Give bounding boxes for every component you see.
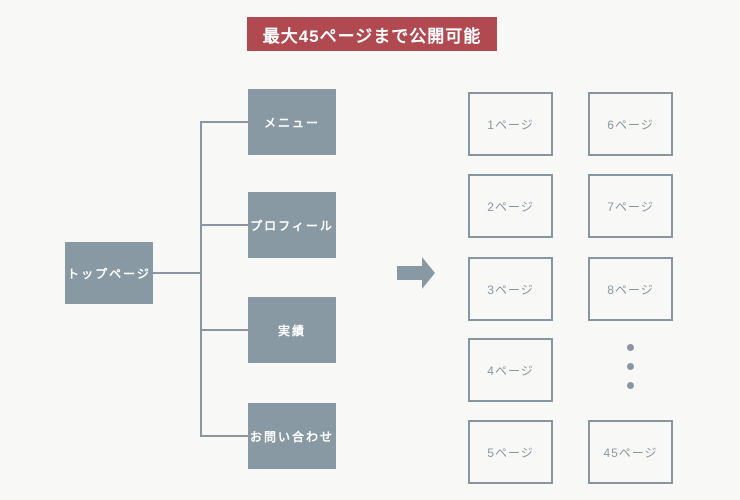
ellipsis-dot — [627, 381, 634, 389]
page-box-3: 3ページ — [468, 257, 553, 321]
connector-branch-works — [200, 329, 248, 331]
node-contact: お問い合わせ — [248, 403, 336, 469]
page-box-45: 45ページ — [588, 420, 673, 484]
page-box-8: 8ページ — [588, 257, 673, 321]
max-pages-banner: 最大45ページまで公開可能 — [247, 17, 497, 51]
connector-root-line — [153, 272, 200, 274]
connector-branch-menu — [200, 121, 248, 123]
page-box-2: 2ページ — [468, 174, 553, 238]
right-arrow-icon — [397, 257, 435, 289]
page-box-1: 1ページ — [468, 92, 553, 156]
page-box-5: 5ページ — [468, 420, 553, 484]
node-top-page: トップページ — [65, 242, 153, 304]
page-box-7: 7ページ — [588, 174, 673, 238]
page-box-6: 6ページ — [588, 92, 673, 156]
connector-branch-contact — [200, 435, 248, 437]
node-works: 実績 — [248, 297, 336, 363]
node-menu: メニュー — [248, 89, 336, 155]
connector-trunk-line — [200, 121, 202, 437]
ellipsis-dot — [627, 362, 634, 370]
ellipsis-dot — [627, 343, 634, 351]
connector-branch-profile — [200, 224, 248, 226]
vertical-ellipsis-icon — [588, 334, 673, 398]
node-profile: プロフィール — [248, 192, 336, 258]
page-box-4: 4ページ — [468, 338, 553, 402]
